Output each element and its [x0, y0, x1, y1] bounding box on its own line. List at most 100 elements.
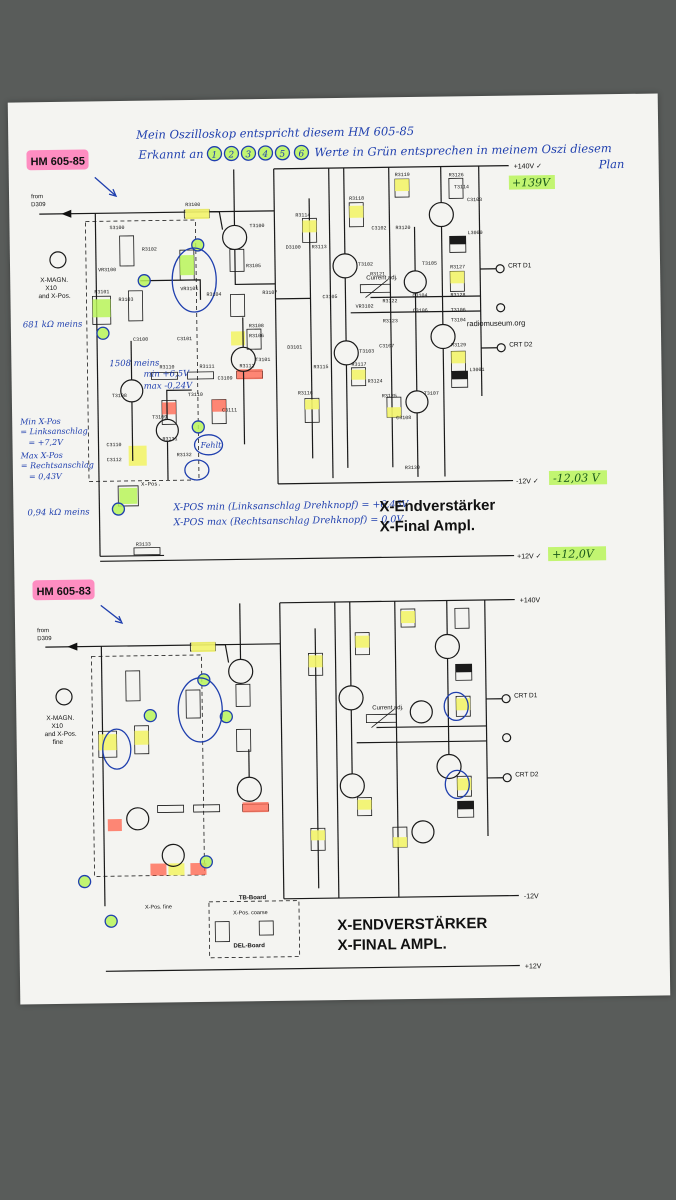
ref-C3104: C3104: [412, 293, 427, 299]
ref-R3101: R3101: [94, 289, 109, 295]
from-ref: D309: [31, 202, 46, 208]
value-plus120v: +12,0V: [552, 547, 595, 561]
ref-C3103: C3103: [467, 197, 482, 203]
rail-140v: +140V ✓: [514, 163, 542, 170]
del-board-label: DEL-Board: [233, 943, 265, 949]
ref-T3110: T3110: [188, 392, 203, 398]
ref-C3106: C3106: [413, 308, 428, 314]
model-tag-highlight: [26, 149, 89, 171]
ref-R3121: R3121: [370, 271, 385, 277]
ref-R3103: R3103: [118, 297, 133, 303]
ref-T3108: T3108: [112, 393, 127, 399]
ref-D3101: D3101: [287, 344, 302, 350]
ref-C3109: C3109: [218, 375, 233, 381]
note-line-2a: Erkannt an: [137, 147, 203, 162]
ref-T3109: T3109: [152, 414, 167, 420]
rail-140v-bottom: +140V: [520, 597, 541, 604]
ref-L3000: L3000: [468, 230, 483, 236]
from-label: from: [31, 194, 43, 200]
ref-R3116: R3116: [298, 390, 313, 396]
annot-xpos-max: X-POS max (Rechtsanschlag Drehknopf) = 0…: [173, 514, 405, 528]
ref-R3105: R3105: [246, 263, 261, 269]
ref-T3114: T3114: [454, 184, 469, 190]
rail-minus12v-bottom: -12V: [524, 893, 539, 900]
note-line-1: Mein Oszilloskop entspricht diesem HM 60…: [135, 124, 414, 142]
ref-T3105: T3105: [422, 261, 437, 267]
annot-maxpos-1: Max X-Pos: [20, 451, 63, 461]
input-label-3: and X-Pos.: [38, 293, 70, 300]
ref-R3119: R3119: [395, 172, 410, 178]
annot-maxpos-3: = 0,43V: [29, 472, 63, 481]
circle-4: 4: [261, 150, 268, 160]
annot-maxpos-2: = Rechtsanschlag: [21, 460, 94, 470]
ref-S3100: S3100: [109, 225, 124, 231]
model-tag-top: HM 605-85: [30, 156, 85, 169]
xpos-coarse-label: X-Pos. coarse: [233, 910, 268, 916]
input-label-2: X10: [45, 285, 57, 292]
input-connector: [49, 251, 67, 269]
ref-VR3101: VR3101: [180, 286, 198, 292]
title-bottom-1: X-ENDVERSTÄRKER: [337, 915, 487, 934]
annot-min: min +6,5V: [143, 369, 190, 380]
rail-minus12v: -12V ✓: [516, 478, 539, 485]
value-139v: +139V: [512, 176, 551, 190]
circle-2: 2: [227, 150, 234, 160]
ref-R3128: R3128: [450, 292, 465, 298]
circle-6: 6: [298, 149, 304, 159]
annot-minpos-1: Min X-Pos: [19, 417, 61, 427]
ref-R3133: R3133: [136, 542, 151, 548]
annot-minpos-2: = Linksanschlag: [20, 426, 87, 436]
ref-R3132: R3132: [177, 452, 192, 458]
xpos-fine-label: X-Pos. fine: [145, 904, 172, 910]
ref-R3110: R3110: [159, 364, 174, 370]
top-schematic: +140V ✓ +139V from D309 X-MAGN. X10 and …: [19, 163, 608, 562]
ref-L3001: L3001: [469, 367, 484, 373]
ref-R3117: R3117: [351, 362, 366, 368]
ref-xpos: X-Pos.: [141, 480, 161, 487]
title-top-2: X-Final Ampl.: [380, 517, 476, 535]
bottom-input-2: X10: [51, 723, 63, 730]
ref-R3130: R3130: [405, 465, 420, 471]
ref-T3103: T3103: [359, 348, 374, 354]
ref-C3107: C3107: [379, 343, 394, 349]
ref-R3122: R3122: [383, 298, 398, 304]
schematic-drawing: Mein Oszilloskop entspricht diesem HM 60…: [19, 124, 625, 972]
circle-1: 1: [211, 151, 217, 161]
ref-C3102: C3102: [371, 225, 386, 231]
ref-R3125: R3125: [382, 393, 397, 399]
annot-max: max -0,24V: [144, 381, 194, 392]
ref-C3110: C3110: [106, 442, 121, 448]
ref-T3100: T3100: [249, 223, 264, 229]
ref-R3112: R3112: [239, 363, 254, 369]
ref-R3106: R3106: [249, 333, 264, 339]
note-line-3: Plan: [598, 157, 625, 171]
ref-R3115: R3115: [313, 364, 328, 370]
bottom-input-1: X-MAGN.: [46, 715, 74, 722]
ref-R3124: R3124: [368, 378, 383, 384]
annot-minpos-3: = +7,2V: [28, 438, 64, 447]
title-bottom-2: X-FINAL AMPL.: [337, 936, 446, 955]
note-line-2b: Werte in Grün entsprechen in meinem Oszi…: [314, 141, 612, 159]
current-adj-label: Current adj.: [366, 275, 398, 281]
schematic-sheet: Mein Oszilloskop entspricht diesem HM 60…: [7, 93, 671, 1005]
bottom-input-4: fine: [53, 739, 64, 746]
title-top-1: X-Endverstärker: [379, 497, 495, 516]
ref-C3100: C3100: [133, 337, 148, 343]
ref-T3104: T3104: [451, 317, 466, 323]
ref-R3102: R3102: [142, 247, 157, 253]
ref-C3112: C3112: [107, 457, 122, 463]
ref-R3114: R3114: [295, 212, 310, 218]
ref-R3131: R3131: [162, 436, 177, 442]
annot-fehlt: Fehlt: [199, 441, 222, 450]
ref-R3111: R3111: [199, 364, 214, 370]
ref-T3106: T3106: [451, 307, 466, 313]
ref-R3104: R3104: [206, 292, 221, 298]
annot-094: 0,94 kΩ meins: [27, 507, 90, 518]
model-tag-bottom: HM 605-83: [36, 585, 91, 598]
annot-681: 681 kΩ meins: [23, 320, 83, 331]
value-minus1203v: -12,03 V: [553, 471, 601, 485]
ref-C3111: C3111: [222, 407, 237, 413]
from-ref-bottom: D309: [37, 636, 52, 642]
tb-board-label: TB-Board: [239, 895, 267, 901]
watermark: radiomuseum.org: [467, 318, 525, 328]
